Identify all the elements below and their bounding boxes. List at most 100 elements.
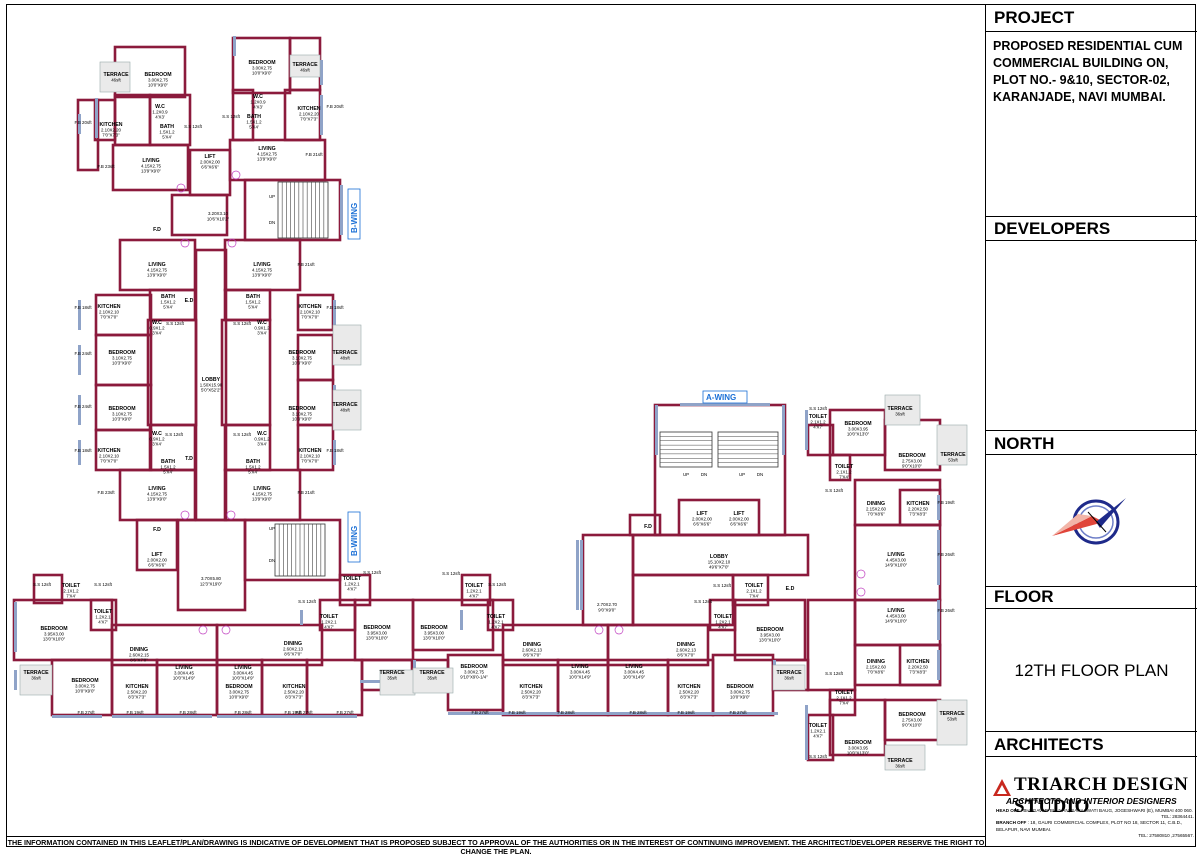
room-dimension-imperial: 7'0"X7'0" — [301, 459, 319, 464]
window-glazing — [112, 715, 212, 718]
room-dimension-imperial: 7'0"X7'0" — [100, 459, 118, 464]
room-name: LIVING — [253, 262, 270, 268]
room-name: E.D — [786, 586, 795, 592]
room-dimension-imperial: 10'0"X14'9" — [232, 676, 255, 681]
room-name: DINING — [677, 642, 695, 648]
room-name: BEDROOM — [108, 406, 135, 412]
window-glazing — [78, 300, 81, 330]
room-dimension-imperial: 7'X4' — [66, 594, 76, 599]
room-name: F.D — [153, 227, 161, 233]
window-glazing — [333, 440, 336, 465]
branch-office-label: BRANCH OFF — [996, 820, 1027, 826]
room-dimension: 2.10X2.10 — [300, 310, 321, 315]
service-tag: UP — [683, 472, 689, 477]
wall-outline — [828, 453, 852, 482]
room-dimension: 3.00X2.75 — [464, 670, 485, 675]
room-label: T.D — [185, 456, 193, 462]
staircase — [659, 431, 713, 468]
room-dimension: 4.15X2.75 — [147, 268, 168, 273]
service-tag: S.S 12sft — [233, 432, 252, 437]
service-tag: DN — [269, 220, 275, 225]
room-name: DINING — [867, 659, 885, 665]
wall-outline — [733, 598, 807, 662]
room-name: TERRACE — [887, 406, 913, 412]
wall-outline — [146, 318, 198, 427]
room-name: BEDROOM — [288, 406, 315, 412]
room-label: W.C0.9X1.23'X4' — [254, 431, 270, 447]
room-dimension: 48sft — [340, 356, 350, 361]
room-dimension-imperial: 10'0"X14'9" — [623, 675, 646, 680]
room-dimension: 0.9X1.2 — [149, 326, 165, 331]
room-dimension: 1.2X2.1 — [715, 620, 731, 625]
room-dimension: 0.9X1.2 — [149, 437, 165, 442]
room-name: F.D — [153, 527, 161, 533]
room-name: BATH — [161, 294, 175, 300]
room-dimension: 3.10X2.75 — [292, 412, 313, 417]
terrace-area — [332, 324, 362, 366]
room-dimension: 2.1X1.2 — [63, 589, 79, 594]
room-dimension-imperial: 4'X7' — [813, 425, 823, 430]
service-tag: F.B 18sft — [74, 305, 92, 310]
room-dimension-imperial: 7'X4' — [839, 475, 849, 480]
room-dimension-imperial: 5'X4' — [248, 470, 258, 475]
wall-outline — [411, 598, 495, 652]
wall-outline — [305, 658, 364, 717]
service-tag: DN — [757, 472, 763, 477]
service-tag: S.S 12sft — [166, 321, 185, 326]
room-dimension: 1.5X1.2 — [245, 465, 261, 470]
room-name: BEDROOM — [248, 60, 275, 66]
room-dimension-imperial: 4'X7' — [491, 625, 501, 630]
north-arrow-icon — [1052, 498, 1126, 545]
room-dimension-imperial: 10'3"X9'0" — [292, 417, 312, 422]
wall-outline — [677, 498, 761, 537]
terrace-area — [936, 424, 968, 466]
service-tag: F.B 27sft — [295, 710, 313, 715]
room-dimension-imperial: 4'X7' — [813, 734, 823, 739]
room-name: BEDROOM — [844, 740, 871, 746]
room-name: BEDROOM — [898, 453, 925, 459]
window-glazing — [460, 610, 463, 630]
room-dimension: 2.70X2.70 — [597, 602, 618, 607]
service-tag: F.B 19sft — [677, 710, 695, 715]
room-name: BATH — [246, 459, 260, 465]
room-name: TOILET — [745, 583, 764, 589]
room-dimension-imperial: 7'0"X7'3" — [300, 117, 318, 122]
divider — [986, 756, 1197, 757]
floor-heading: FLOOR — [994, 587, 1054, 606]
room-dimension: 36sft — [895, 764, 905, 769]
room-dimension-imperial: 7'0"X8'6" — [867, 512, 885, 517]
room-dimension: 2.10X2.20 — [299, 112, 320, 117]
room-dimension: 2.60X2.13 — [522, 648, 543, 653]
room-dimension: 2.00X2.00 — [692, 517, 713, 522]
room-dimension: 2.60X2.15 — [129, 653, 150, 658]
service-tag: S.S 12sft — [442, 571, 461, 576]
room-dimension: 3.00X4.45 — [570, 670, 591, 675]
room-dimension-imperial: 13'9"X9'0" — [252, 497, 272, 502]
room-dimension: 3.95X3.00 — [760, 633, 781, 638]
divider — [986, 586, 1197, 587]
service-tag: F.B 28sft — [234, 710, 252, 715]
room-dimension-imperial: 10'0"X9'0" — [229, 695, 249, 700]
room-name: TOILET — [809, 414, 828, 420]
room-name: DINING — [130, 647, 148, 653]
room-name: LOBBY — [710, 554, 729, 560]
terrace-area — [332, 389, 362, 431]
room-dimension: 3.00X2.75 — [730, 690, 751, 695]
room-name: BEDROOM — [225, 684, 252, 690]
